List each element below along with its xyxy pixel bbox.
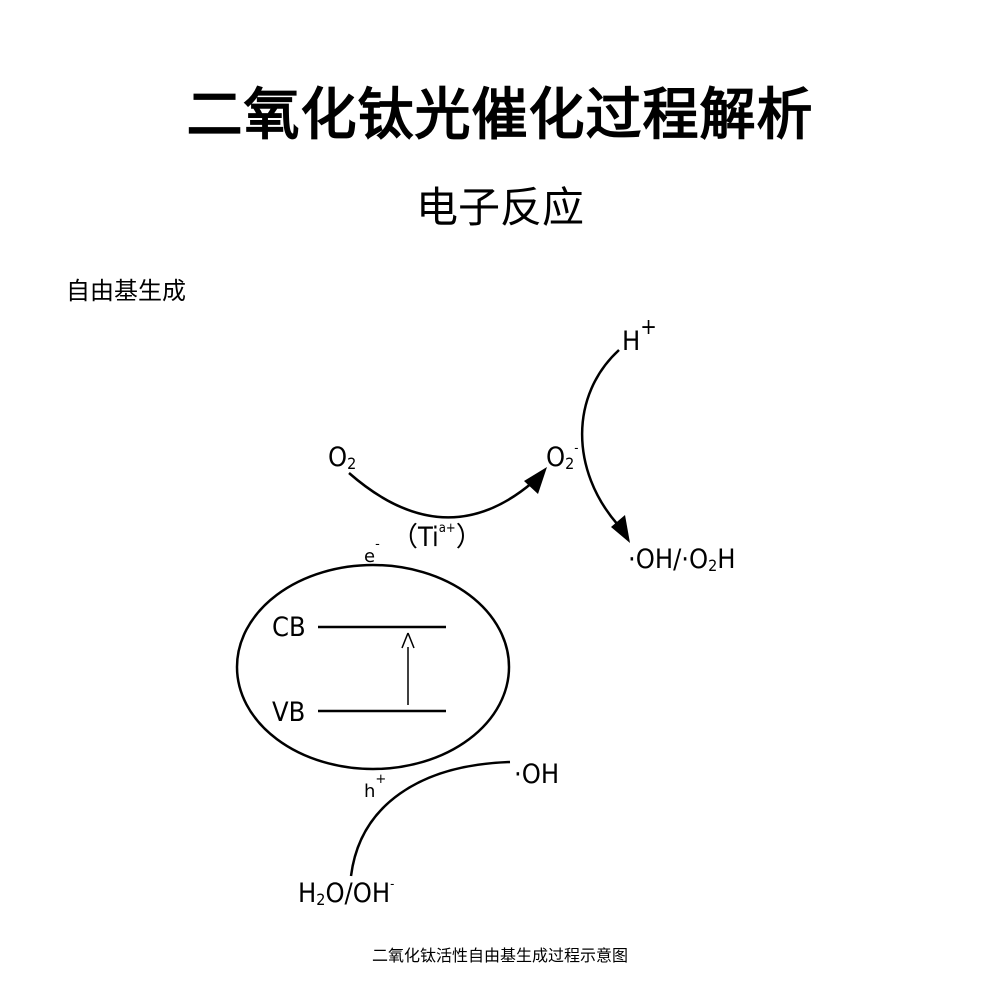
- electron-label: e-: [364, 537, 380, 567]
- vb-label: VB: [272, 697, 306, 728]
- tio2-particle-ellipse: [235, 563, 511, 771]
- excitation-arrow: [401, 632, 415, 705]
- cb-label: CB: [272, 612, 306, 643]
- o2-reduction-arrow: [348, 467, 547, 519]
- proton-reaction-arrow: [581, 349, 630, 543]
- radical-products-label: ·OH/·O2H: [628, 544, 736, 575]
- oxygen-label: O2: [328, 442, 357, 473]
- water-hydroxide-label: H2O/OH-: [298, 877, 395, 909]
- page-subtitle: 电子反应: [415, 183, 584, 232]
- superoxide-label: O2-: [546, 441, 579, 473]
- figure-caption: 二氧化钛活性自由基生成过程示意图: [371, 946, 628, 965]
- titanium-label: （Tia+）: [391, 521, 483, 553]
- proton-label: H+: [622, 315, 657, 357]
- hole-label: h+: [364, 772, 387, 802]
- page-title: 二氧化钛光催化过程解析: [186, 83, 814, 148]
- section-label: 自由基生成: [66, 277, 186, 305]
- hydroxyl-radical-label: ·OH: [514, 759, 560, 790]
- hole-oxidation-curve: [349, 760, 511, 877]
